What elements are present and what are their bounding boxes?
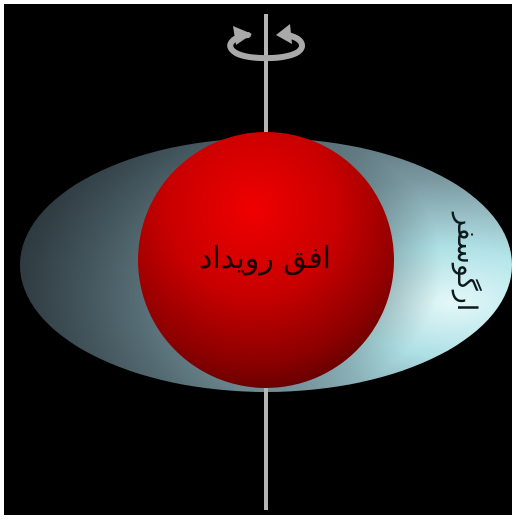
ergosphere-label: ارگوسفر	[451, 211, 483, 312]
event-horizon-label: افق رویداد	[199, 241, 331, 276]
